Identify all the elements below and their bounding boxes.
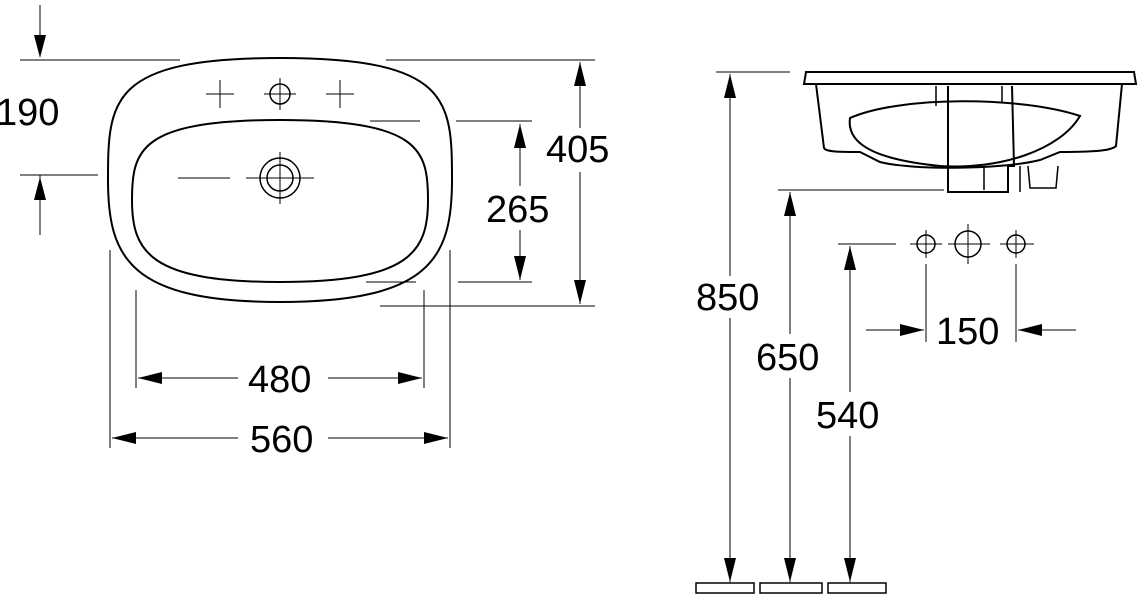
basin-rim	[802, 71, 1138, 85]
dim-floor-to-underside: 650	[756, 189, 944, 582]
dim-top-offset-label: 190	[0, 92, 59, 134]
basin-inner-section	[848, 100, 1082, 168]
dim-tap-spacing-label: 150	[936, 311, 999, 353]
waste-hole-concentric-circle-icon	[178, 152, 314, 204]
dim-floor-to-underside-label: 650	[756, 337, 819, 379]
dim-outer-width-label: 560	[250, 419, 313, 461]
tap-side-left-crosshair-circle-icon	[910, 230, 942, 258]
dim-tap-spacing: 150	[866, 264, 1076, 353]
dim-outer-width: 560	[109, 250, 451, 461]
basin-outer-outline	[106, 56, 454, 304]
tap-hole-crosshair-circle-icon	[264, 78, 296, 110]
basin-body-section	[815, 83, 1123, 169]
side-elevation: 150 850 650 540	[695, 71, 1138, 594]
dim-floor-to-rim: 850	[696, 71, 790, 582]
dim-inner-depth-label: 265	[486, 189, 549, 231]
waste-outlet-section	[947, 85, 1016, 193]
dim-inner-depth: 265	[366, 120, 549, 283]
floor-line	[695, 582, 887, 594]
dim-floor-to-waste-label: 540	[816, 395, 879, 437]
tap-side-centre-crosshair-circle-icon	[948, 224, 990, 264]
knockout-left-crosshair-plus-icon	[206, 80, 234, 108]
dim-top-offset: 190	[0, 5, 180, 235]
plan-view: 190 405 265 480	[0, 5, 609, 461]
dim-floor-to-rim-label: 850	[696, 277, 759, 319]
dim-outer-depth-label: 405	[546, 129, 609, 171]
dim-floor-to-waste: 540	[816, 243, 896, 582]
knockout-right-crosshair-plus-icon	[326, 80, 354, 108]
tap-side-right-crosshair-circle-icon	[1000, 230, 1034, 258]
dim-inner-width-label: 480	[248, 359, 311, 401]
basin-inner-bowl	[130, 118, 430, 284]
dim-inner-width: 480	[135, 290, 425, 401]
dim-outer-depth: 405	[380, 59, 609, 307]
